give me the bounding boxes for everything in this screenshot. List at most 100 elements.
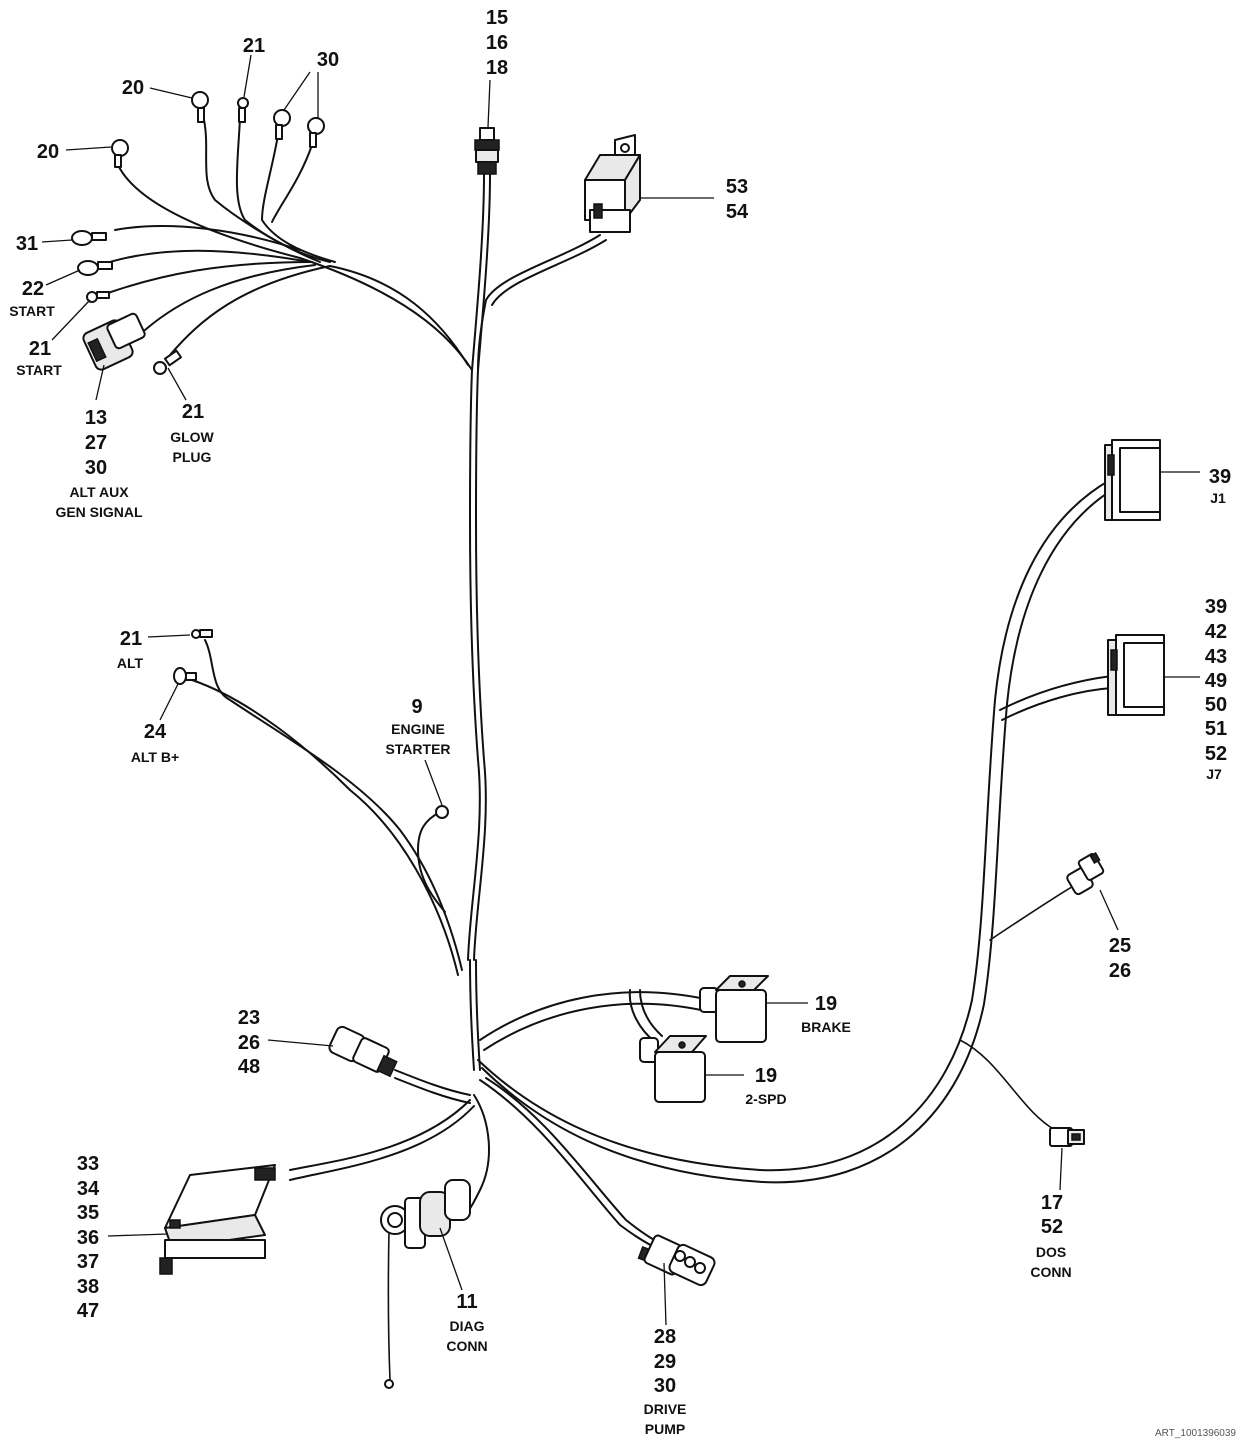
- callout-j1: 39 J1: [1209, 466, 1231, 506]
- callout-48-number: 48: [238, 1056, 260, 1078]
- callout-diag-caption-1: DIAG: [450, 1318, 485, 1334]
- callout-2spd-caption: 2-SPD: [745, 1091, 786, 1107]
- ring-terminal-30-a: [273, 109, 291, 140]
- callout-17-number: 17: [1041, 1192, 1063, 1214]
- callout-drive-pump-caption-2: PUMP: [645, 1421, 685, 1437]
- callout-31: 31: [16, 233, 38, 255]
- callout-j7-number-1: 39: [1205, 596, 1227, 618]
- callout-alt-aux: 13 27 30 ALT AUX GEN SIGNAL: [55, 407, 143, 520]
- callout-brake-number: 19: [815, 993, 837, 1015]
- callout-23-26-48: 23 26 48: [238, 1007, 260, 1078]
- callout-engine-starter: 9 ENGINE STARTER: [385, 696, 450, 757]
- callout-20-left-number: 20: [37, 141, 59, 163]
- callout-ecu: 33 34 35 36 37 38 47: [77, 1153, 100, 1322]
- callout-18-number: 18: [486, 57, 508, 79]
- callout-starter-caption-2: STARTER: [385, 741, 450, 757]
- callout-alt-b-number: 24: [144, 721, 167, 743]
- callout-j7-number-7: 52: [1205, 743, 1227, 765]
- callout-j7-caption: J7: [1206, 766, 1222, 782]
- callout-brake: 19 BRAKE: [801, 993, 851, 1035]
- callout-21-top-number: 21: [243, 35, 265, 57]
- callout-alt-b-caption: ALT B+: [131, 749, 179, 765]
- callout-22-number: 22: [22, 278, 44, 300]
- diag-connector: [380, 1179, 471, 1389]
- ring-terminal-21-top: [237, 97, 249, 123]
- callout-34-number: 34: [77, 1178, 100, 1200]
- callout-glow-plug: 21 GLOW PLUG: [170, 401, 214, 465]
- callout-j7-number-4: 49: [1205, 670, 1227, 692]
- callout-diag-number: 11: [456, 1291, 477, 1313]
- callout-glow-plug-caption-2: PLUG: [173, 449, 212, 465]
- callout-20-top-number: 20: [122, 77, 144, 99]
- callout-alt: 21 ALT: [117, 628, 144, 671]
- leader-lines: [41, 54, 1200, 1326]
- callout-22-start: 22 START: [9, 278, 55, 319]
- callout-31-number: 31: [16, 233, 38, 255]
- callout-j7: 39 42 43 49 50 51 52 J7: [1205, 596, 1227, 782]
- ring-terminal-22: [77, 260, 113, 276]
- callout-drive-pump-caption-1: DRIVE: [644, 1401, 687, 1417]
- callout-starter-number: 9: [411, 696, 422, 718]
- callout-23-number: 23: [238, 1007, 260, 1029]
- callout-j7-number-2: 42: [1205, 621, 1227, 643]
- callout-starter-caption-1: ENGINE: [391, 721, 445, 737]
- callout-53-number: 53: [726, 176, 748, 198]
- callout-27-number: 27: [85, 432, 107, 454]
- dos-connector: [1049, 1127, 1085, 1147]
- callout-j7-number-6: 51: [1205, 718, 1227, 740]
- relay-53-54: [584, 134, 641, 233]
- callout-j1-caption: J1: [1210, 490, 1226, 506]
- callout-brake-caption: BRAKE: [801, 1019, 851, 1035]
- callout-30-number: 30: [85, 457, 107, 479]
- callout-13-number: 13: [85, 407, 107, 429]
- callout-26b-number: 26: [238, 1032, 260, 1054]
- callout-52-number: 52: [1041, 1216, 1063, 1238]
- callout-alt-number: 21: [120, 628, 142, 650]
- callout-20-left: 20: [37, 141, 59, 163]
- callout-alt-aux-caption-1: ALT AUX: [69, 484, 129, 500]
- callout-30-rings-number: 30: [317, 49, 339, 71]
- callout-53-54: 53 54: [726, 176, 749, 223]
- connector-15-16-18: [474, 127, 500, 175]
- callout-j7-number-3: 43: [1205, 646, 1227, 668]
- j1-connector: [1104, 439, 1161, 521]
- callout-diag-caption-2: CONN: [446, 1338, 487, 1354]
- callout-15-number: 15: [486, 7, 508, 29]
- callout-glow-plug-caption-1: GLOW: [170, 429, 214, 445]
- ring-terminal-21-alt: [191, 629, 213, 639]
- j7-connector: [1107, 634, 1165, 716]
- callout-drive-pump: 28 29 30 DRIVE PUMP: [644, 1326, 687, 1437]
- callout-alt-b: 24 ALT B+: [131, 721, 179, 765]
- ring-terminal-30-b: [307, 117, 325, 148]
- ring-terminal-20-left: [111, 139, 129, 168]
- callout-2spd: 19 2-SPD: [745, 1065, 786, 1107]
- figure-reference: ART_1001396039: [1155, 1428, 1236, 1439]
- alt-aux-connector: [82, 312, 146, 371]
- connector-23-26-48: [328, 1025, 398, 1078]
- callout-alt-caption: ALT: [117, 655, 144, 671]
- callout-38-number: 38: [77, 1276, 99, 1298]
- callout-25-26: 25 26: [1109, 935, 1131, 982]
- callout-glow-plug-number: 21: [182, 401, 204, 423]
- callout-2spd-number: 19: [755, 1065, 777, 1087]
- ring-terminal-20-top: [191, 91, 209, 123]
- callout-alt-aux-caption-2: GEN SIGNAL: [55, 504, 143, 520]
- callout-28-number: 28: [654, 1326, 676, 1348]
- callout-30c-number: 30: [654, 1375, 676, 1397]
- ring-terminal-24-alt-b: [173, 667, 197, 685]
- ring-terminal-21-start: [86, 291, 110, 303]
- callout-21-start-caption: START: [16, 362, 62, 378]
- callout-16-number: 16: [486, 32, 508, 54]
- callout-25-number: 25: [1109, 935, 1131, 957]
- callout-21-start-number: 21: [29, 338, 51, 360]
- callout-37-number: 37: [77, 1251, 99, 1273]
- callout-j7-number-5: 50: [1205, 694, 1227, 716]
- drive-pump-connector: [637, 1234, 716, 1287]
- callout-21-start: 21 START: [16, 338, 62, 378]
- callout-54-number: 54: [726, 201, 749, 223]
- callout-15-16-18: 15 16 18: [486, 7, 508, 79]
- ring-terminal-31: [71, 230, 107, 246]
- callout-21-top: 21: [243, 35, 265, 57]
- callout-29-number: 29: [654, 1351, 676, 1373]
